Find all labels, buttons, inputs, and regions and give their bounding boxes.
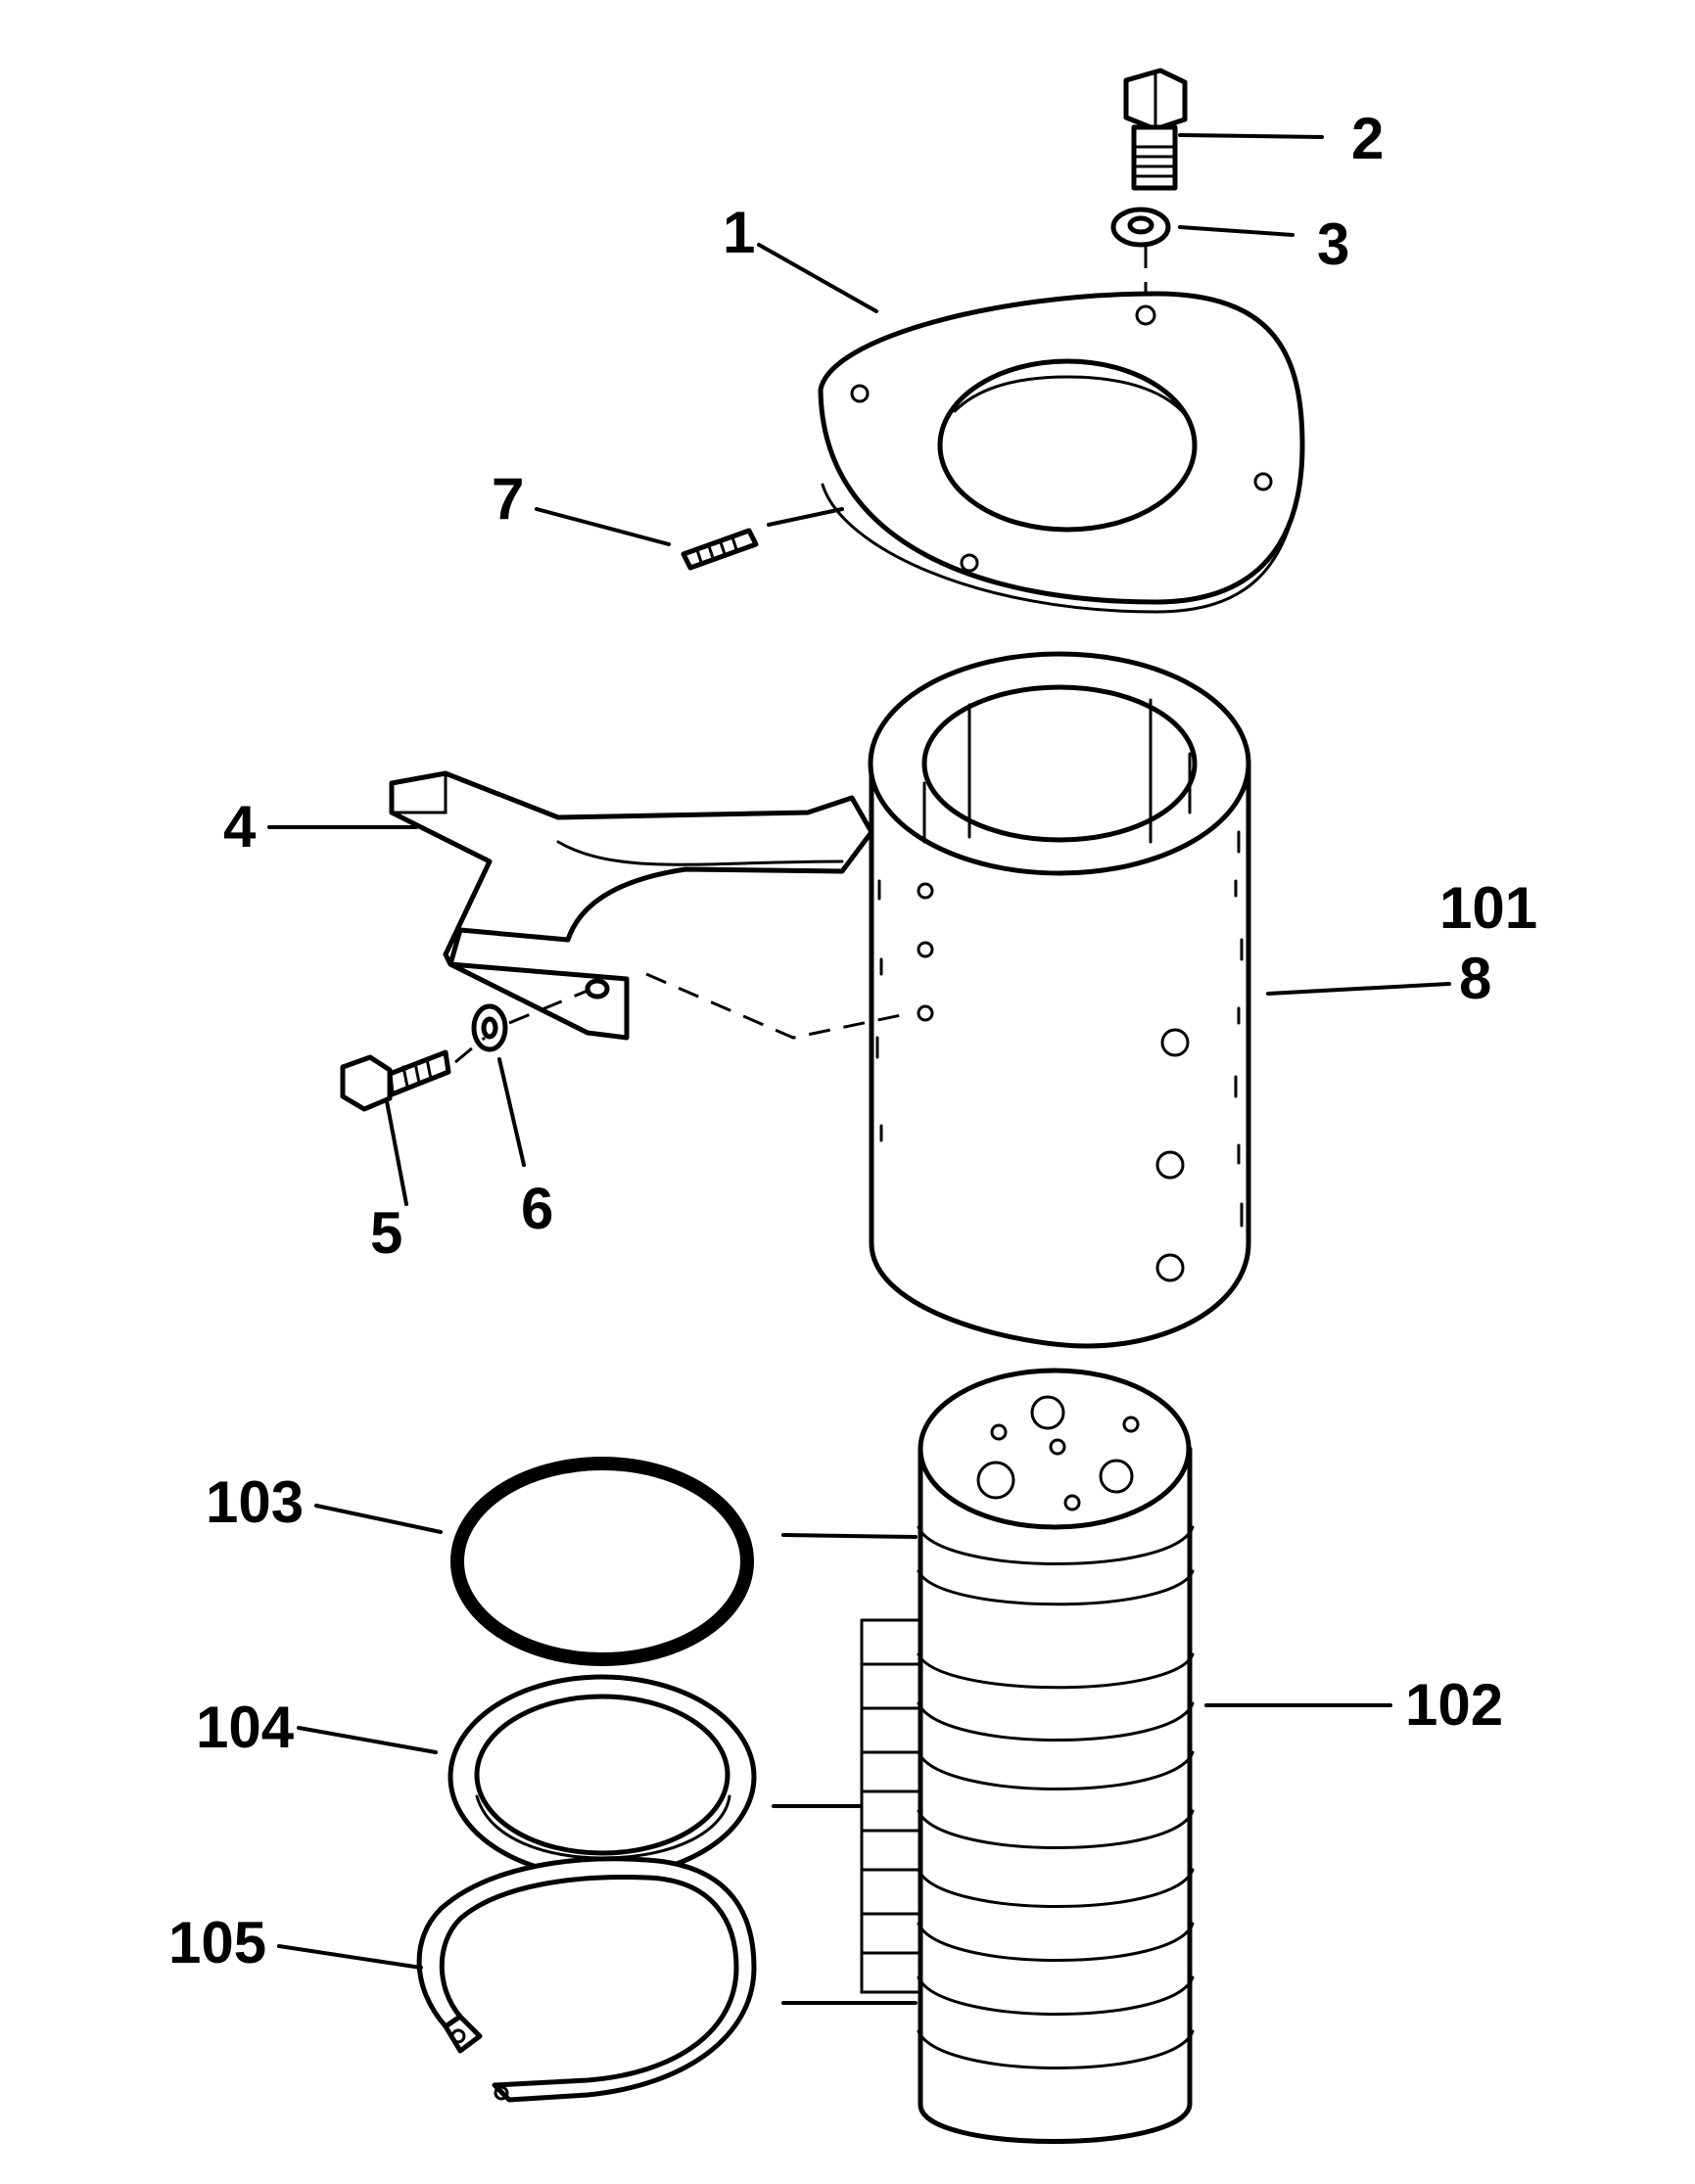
bolt-alignment-line xyxy=(454,989,589,1064)
callout-label-5: 5 xyxy=(370,1200,402,1266)
set-screw-part-7 xyxy=(681,528,759,571)
callout-label-101: 101 xyxy=(1439,875,1537,941)
bolt-part-5 xyxy=(340,1049,451,1112)
snap-ring-part-105 xyxy=(416,1856,757,2103)
flange-ring-part-1 xyxy=(818,291,1305,614)
callout-label-6: 6 xyxy=(521,1176,553,1241)
seal-stack-part-102 xyxy=(860,1368,1195,2144)
callout-label-105: 105 xyxy=(168,1910,266,1975)
washer-part-6 xyxy=(471,1003,508,1052)
bracket-alignment-line xyxy=(645,972,912,1040)
callout-label-4: 4 xyxy=(223,794,257,860)
callout-label-3: 3 xyxy=(1317,211,1349,277)
leader-lines xyxy=(267,133,1451,2005)
washer-part-3 xyxy=(1110,207,1171,308)
callout-label-102: 102 xyxy=(1405,1672,1503,1738)
callout-label-2: 2 xyxy=(1351,106,1384,171)
callout-label-7: 7 xyxy=(492,466,524,532)
bolt-part-2 xyxy=(1123,68,1188,191)
callout-label-104: 104 xyxy=(196,1695,295,1760)
o-ring-part-103 xyxy=(450,1457,754,1666)
bracket-part-4 xyxy=(389,770,874,1041)
callout-label-1: 1 xyxy=(723,200,755,265)
callout-label-8: 8 xyxy=(1459,946,1491,1011)
backup-ring-part-104 xyxy=(447,1674,757,1880)
cylinder-housing-part-8 xyxy=(868,651,1251,1349)
callout-label-103: 103 xyxy=(206,1469,304,1535)
